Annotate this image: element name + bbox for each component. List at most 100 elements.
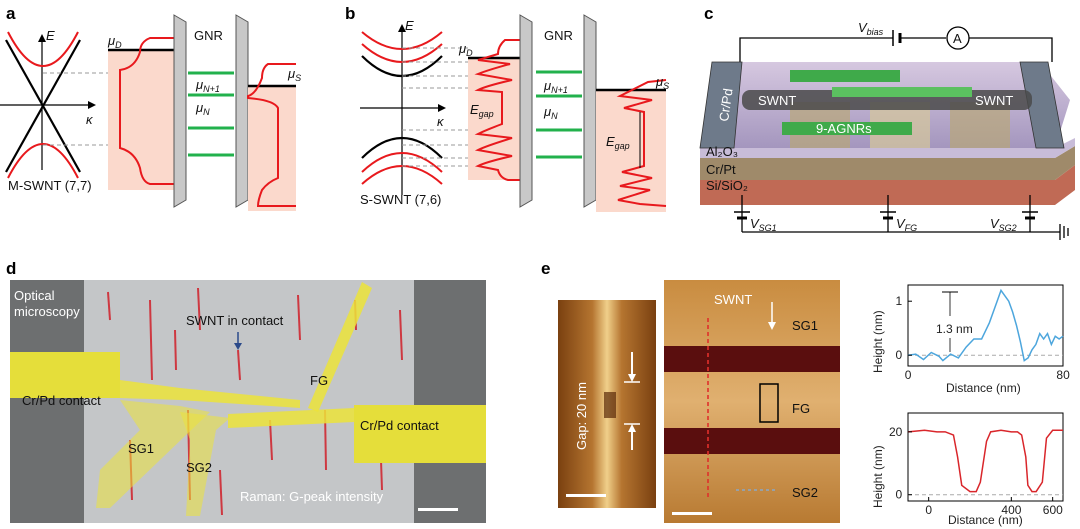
panel-a-barrier-left: [173, 14, 187, 208]
panel-d-sg2-lead: [180, 412, 230, 516]
panel-b-gnr: GNR: [544, 28, 573, 43]
chart2-frame: [907, 412, 1064, 502]
chart1-annotation: 1.3 nm: [936, 322, 973, 336]
panel-d-raman: Raman: G-peak intensity: [240, 489, 384, 504]
chart1-series-line: [907, 288, 1064, 362]
panel-a-gnr: GNR: [194, 28, 223, 43]
panel-a-letter: a: [6, 4, 16, 23]
panel-c-letter: c: [704, 4, 713, 23]
chart2-xtick-label: 400: [1001, 503, 1021, 517]
panel-d-fg: FG: [310, 373, 328, 388]
panel-e-gate-gap-1: [664, 346, 840, 372]
panel-a-mu-n: μN: [195, 100, 210, 117]
panel-b-mu-n1: μN+1: [543, 78, 568, 95]
panel-c-bias-wire-left: [739, 37, 893, 62]
panel-e-swnt: SWNT: [714, 292, 752, 307]
panel-a-band-lower: [7, 143, 79, 179]
panel-a-barrier-right: [235, 14, 249, 208]
panel-d-streak: [297, 294, 301, 341]
panel-d-dark-left: [10, 280, 84, 523]
panel-e-arrow-up-head: [628, 424, 636, 432]
chart1-xtick-label: 0: [905, 368, 912, 382]
chart1-ytick-label: 0: [896, 348, 903, 362]
panel-c-swnt-right: SWNT: [975, 93, 1013, 108]
chart1-ytick-label: 1: [896, 294, 903, 308]
panel-c-substrate: [700, 165, 1075, 205]
panel-d-left-contact: [10, 352, 120, 398]
panel-c-vfg: VFG: [896, 216, 917, 233]
panel-a-mu-s: μS: [287, 66, 301, 83]
panel-a: a E κ μD GNR μN+1 μN μS: [0, 4, 301, 211]
panel-e-gap-dark: [604, 392, 616, 418]
panel-d-crpd-left: Cr/Pd contact: [22, 393, 101, 408]
chart2-xlabel: Distance (nm): [948, 513, 1023, 527]
panel-b-vb-1: [361, 137, 443, 159]
panel-d-swnt-contact: SWNT in contact: [186, 313, 284, 328]
panel-b-mu-n: μN: [543, 104, 558, 121]
panel-e-zoom-box: [759, 383, 779, 423]
panel-e-afm-main: [664, 280, 840, 523]
panel-c-ammeter-label: A: [953, 31, 962, 46]
panel-a-k-arrow: [88, 101, 96, 109]
panel-b-axis-k: κ: [437, 114, 445, 129]
panel-a-axis-k: κ: [86, 112, 94, 127]
panel-a-source-fill: [248, 86, 296, 211]
panel-e-fg: FG: [792, 401, 810, 416]
panel-b-egap2: Egap: [606, 134, 630, 151]
panel-b-mu-d: μD: [458, 41, 473, 58]
panel-c-swnt-left: SWNT: [758, 93, 796, 108]
panel-e-arrow-down-head: [628, 374, 636, 382]
panel-e-gate-gap-2: [664, 428, 840, 454]
panel-d-left-lead: [120, 380, 300, 408]
panel-d-letter: d: [6, 259, 16, 278]
chart1-frame: [907, 284, 1064, 367]
panel-c-gnr-2: [832, 87, 972, 97]
panel-b-egap: Egap: [470, 102, 494, 119]
panel-d-arrow-head: [234, 343, 242, 350]
panel-a-source-dos: [247, 63, 296, 207]
panel-e-gap: Gap: 20 nm: [574, 382, 589, 450]
panel-a-band-linear-2: [5, 39, 81, 173]
panel-c-contact-left: [699, 61, 743, 149]
panel-e-sg1: SG1: [792, 318, 818, 333]
panel-b-vb-2: [361, 152, 443, 173]
panel-d-streak: [197, 287, 201, 331]
chart2-ytick-label: 0: [896, 488, 903, 502]
panel-c: c A Vbias Cr/Pd SWNT SWNT 9-AGNRs Al₂O₃: [699, 4, 1075, 240]
panel-b-source-fill: [596, 90, 666, 212]
panel-d-crpd-right: Cr/Pd contact: [360, 418, 439, 433]
panel-c-crpt: Cr/Pt: [706, 162, 736, 177]
panel-d-microscopy: microscopy: [14, 304, 80, 319]
panel-a-mu-d: μD: [107, 33, 122, 50]
panel-e-sg2: SG2: [792, 485, 818, 500]
panel-b-barrier-left: [519, 14, 533, 208]
panel-d-right-lead: [228, 408, 354, 428]
panel-b-source-dos: [616, 79, 667, 207]
panel-d: d Optical microscopy: [6, 259, 486, 523]
panel-c-vsg1: VSG1: [750, 216, 777, 233]
chart2-xtick-label: 0: [925, 503, 932, 517]
panel-c-al2o3: Al₂O₃: [706, 144, 738, 159]
panel-d-streak: [399, 309, 403, 361]
panel-b-cb-3: [361, 31, 443, 50]
panel-e-scale-bar-left: [566, 494, 606, 497]
panel-e-letter: e: [541, 259, 550, 278]
panel-a-energy-arrow: [38, 34, 46, 42]
panel-b-axis-e: E: [405, 18, 414, 33]
panel-b-caption: S-SWNT (7,6): [360, 192, 441, 207]
panel-c-gnr-1: [790, 70, 900, 82]
panel-c-sisio2: Si/SiO₂: [706, 178, 748, 193]
panel-d-streak: [149, 299, 153, 381]
panel-b-energy-arrow: [398, 24, 406, 32]
panel-c-gnr-3: [782, 122, 912, 135]
panel-d-streak: [237, 349, 241, 381]
panel-d-dark-right: [414, 280, 486, 523]
panel-d-right-contact: [354, 405, 486, 463]
panel-c-bias-wire-right: [969, 37, 1053, 62]
panel-d-sg1: SG1: [128, 441, 154, 456]
panel-c-vsg2: VSG2: [990, 216, 1017, 233]
panel-a-axis-e: E: [46, 28, 55, 43]
panel-c-agnr: 9-AGNRs: [816, 121, 872, 136]
chart2-series-line: [907, 429, 1063, 493]
